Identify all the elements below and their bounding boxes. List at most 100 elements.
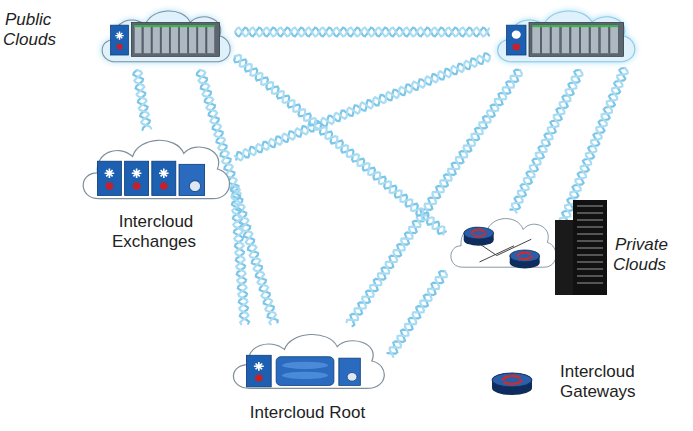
- drawing-part: [189, 25, 197, 54]
- drawing-part: [134, 25, 142, 54]
- drawing-part: [254, 362, 264, 371]
- drawing-part: [577, 268, 603, 270]
- link-strand: [231, 186, 248, 324]
- drawing-part: [600, 25, 608, 54]
- drawing-part: [555, 220, 575, 295]
- drawing-part: [561, 25, 569, 54]
- drawing-part: [577, 254, 603, 256]
- drawing-part: [152, 161, 176, 195]
- drawing-part: [577, 205, 603, 207]
- cloud-link: [557, 68, 628, 230]
- drawing-part: [532, 25, 618, 54]
- drawing-part: [106, 182, 114, 189]
- cloud-shape: [95, 2, 235, 70]
- drawing-part: [532, 25, 540, 54]
- link-strand: [235, 56, 490, 161]
- drawing-part: [577, 247, 603, 249]
- public-cloud: Public Clouds: [95, 2, 235, 70]
- drawing-part: [577, 275, 603, 277]
- drawing-part: [502, 376, 522, 384]
- drawing-part: [581, 25, 589, 54]
- link-strand: [347, 70, 522, 322]
- drawing-part: [125, 161, 149, 195]
- drawing-part: [471, 230, 486, 237]
- drawing-part: [542, 25, 550, 54]
- helix-connector: [231, 186, 249, 324]
- drawing-part: [282, 372, 328, 379]
- drawing-part: [577, 219, 603, 221]
- drawing-part: [102, 11, 230, 62]
- drawing-part: [591, 25, 599, 54]
- drawing-part: [577, 233, 603, 235]
- legend-label: Intercloud Gateways: [560, 362, 636, 401]
- drawing-part: [571, 25, 579, 54]
- drawing-part: [507, 25, 527, 55]
- link-strand: [134, 70, 151, 129]
- drawing-part: [160, 182, 168, 189]
- exchange-cloud: Intercloud Exchanges: [75, 130, 235, 255]
- node-label: Public Clouds: [3, 10, 83, 50]
- root-cloud: Intercloud Root: [225, 325, 390, 427]
- drawing-part: [464, 227, 494, 239]
- link-strand: [235, 28, 489, 37]
- link-strand: [560, 68, 628, 230]
- drawing-part: [492, 373, 532, 387]
- drawing-part: [510, 250, 540, 269]
- cloud-shape: [445, 210, 560, 275]
- drawing-part: [451, 219, 556, 268]
- cloud-shape: [225, 325, 390, 397]
- drawing-part: [162, 25, 170, 54]
- drawing-part: [97, 161, 121, 195]
- drawing-part: [83, 140, 229, 198]
- drawing-part: [152, 25, 160, 54]
- cloud-link: [235, 53, 490, 160]
- drawing-part: [512, 31, 521, 39]
- drawing-part: [102, 11, 230, 62]
- node-label: Intercloud Root: [225, 403, 390, 423]
- drawing-part: [143, 25, 151, 54]
- drawing-part: [577, 226, 603, 228]
- drawing-part: [498, 11, 635, 62]
- node-label: Intercloud Exchanges: [95, 212, 215, 252]
- drawing-part: [134, 25, 215, 27]
- cloud-link: [235, 28, 489, 37]
- drawing-part: [347, 373, 357, 382]
- drawing-part: [510, 250, 540, 262]
- drawing-part: [573, 200, 607, 295]
- private-cloud: Private Clouds: [445, 200, 615, 295]
- drawing-part: [513, 43, 521, 50]
- drawing-part: [464, 227, 494, 246]
- drawing-part: [255, 375, 263, 382]
- link-strand: [390, 271, 447, 357]
- cloud-link: [347, 70, 522, 326]
- helix-connector: [133, 70, 151, 130]
- drawing-part: [117, 44, 123, 50]
- drawing-part: [552, 25, 560, 54]
- helix-connector: [234, 55, 445, 234]
- drawing-part: [529, 22, 624, 56]
- drawing-part: [131, 22, 219, 56]
- drawing-part: [132, 169, 142, 178]
- node-label: Private Clouds: [613, 235, 685, 275]
- drawing-part: [577, 212, 603, 214]
- drawing-part: [498, 11, 635, 62]
- link-strand: [231, 186, 249, 323]
- drawing-part: [110, 25, 128, 55]
- drawing-part: [282, 362, 328, 369]
- drawing-part: [577, 261, 603, 263]
- drawing-part: [246, 355, 271, 387]
- drawing-part: [180, 25, 188, 54]
- drawing-part: [532, 25, 618, 27]
- drawing-part: [133, 182, 141, 189]
- gateway-icon: [490, 368, 534, 398]
- link-strand: [235, 28, 489, 37]
- drawing-part: [159, 169, 169, 178]
- building: [555, 200, 610, 295]
- drawing-part: [577, 282, 603, 284]
- helix-connector: [387, 271, 447, 357]
- drawing-part: [198, 25, 206, 54]
- drawing-part: [171, 25, 179, 54]
- drawing-part: [189, 181, 200, 192]
- drawing-part: [207, 25, 215, 54]
- drawing-part: [276, 357, 334, 386]
